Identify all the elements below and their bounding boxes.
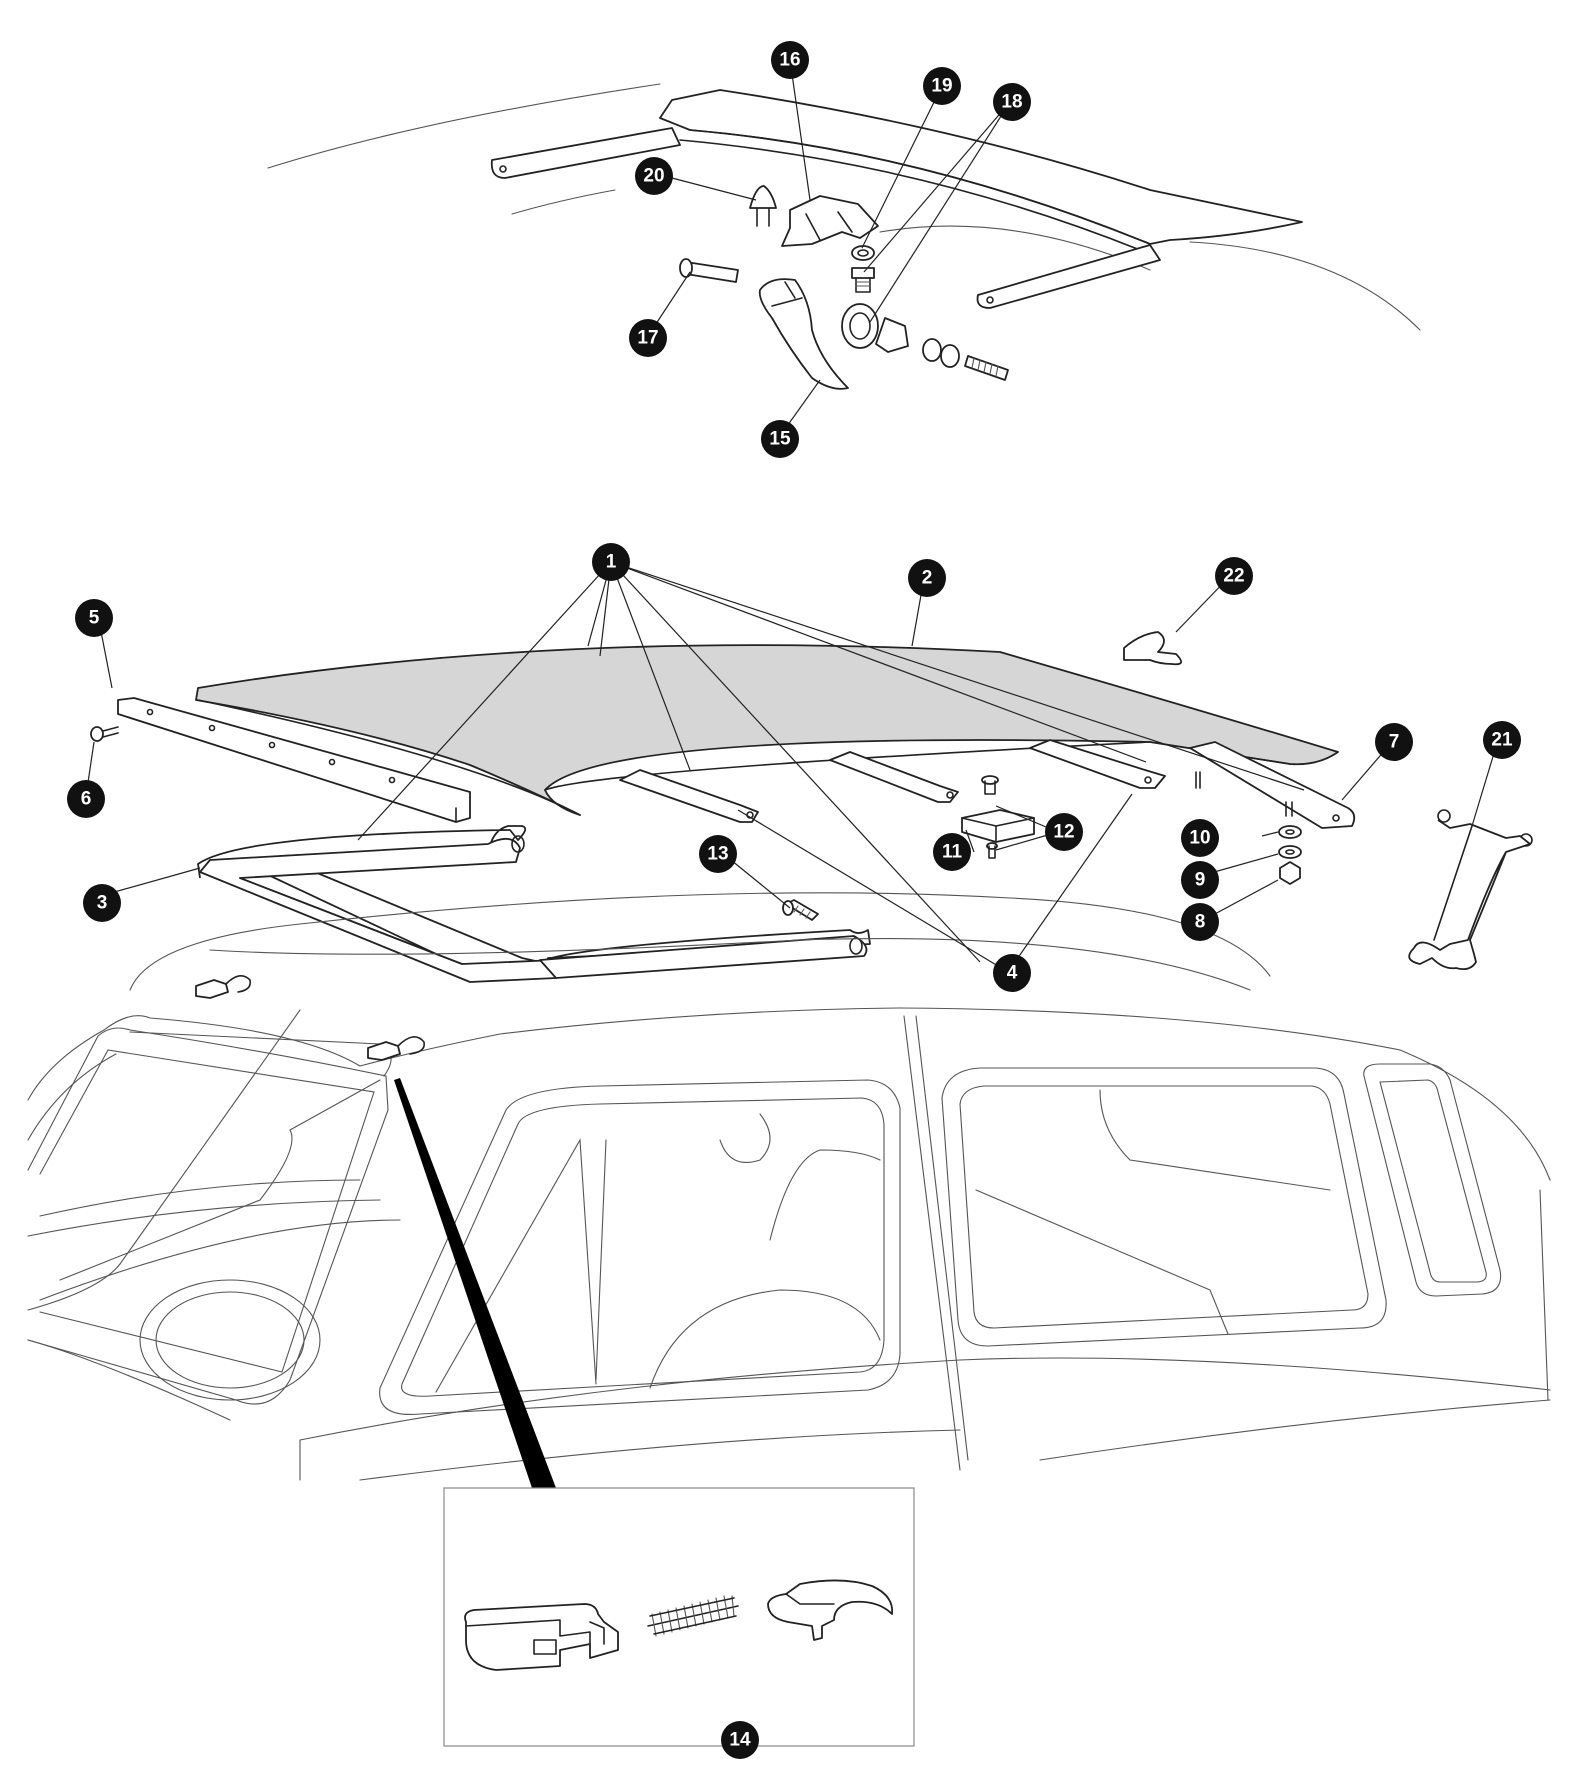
svg-text:9: 9 bbox=[1195, 870, 1206, 891]
rear-quarter-window bbox=[1363, 1063, 1502, 1297]
latch-screw-small bbox=[851, 267, 875, 293]
svg-text:7: 7 bbox=[1389, 732, 1400, 753]
side-seal-strip bbox=[117, 697, 471, 823]
latch-bush bbox=[841, 303, 1009, 381]
svg-text:18: 18 bbox=[1001, 92, 1022, 113]
callout-21: 21 bbox=[1483, 721, 1521, 759]
svg-text:17: 17 bbox=[637, 328, 658, 349]
latch-handle bbox=[758, 278, 849, 390]
stud-nut-washer-stack bbox=[1278, 825, 1302, 885]
side-screw bbox=[90, 726, 119, 742]
svg-text:12: 12 bbox=[1053, 822, 1074, 843]
callout-5: 5 bbox=[75, 599, 113, 637]
callout-12: 12 bbox=[1045, 813, 1083, 851]
clip-s-shaped bbox=[1123, 631, 1182, 666]
callout-10: 10 bbox=[1181, 819, 1219, 857]
front-frame-screw bbox=[782, 899, 819, 921]
callout-9: 9 bbox=[1181, 861, 1219, 899]
callout-1: 1 bbox=[592, 543, 630, 581]
roof-catch-left bbox=[195, 975, 252, 999]
latch-washer-small bbox=[851, 245, 875, 261]
svg-text:11: 11 bbox=[942, 842, 963, 863]
callout-19: 19 bbox=[923, 67, 961, 105]
front-frame bbox=[197, 825, 871, 983]
callout-7: 7 bbox=[1375, 723, 1413, 761]
roof-panel-ribs bbox=[619, 739, 1356, 829]
strap-hanger bbox=[1408, 809, 1533, 971]
callout-22: 22 bbox=[1215, 557, 1253, 595]
svg-text:21: 21 bbox=[1491, 730, 1513, 751]
wedge-block bbox=[961, 809, 1035, 843]
svg-text:8: 8 bbox=[1195, 912, 1206, 933]
latch-bracket bbox=[781, 195, 879, 247]
svg-text:20: 20 bbox=[643, 166, 664, 187]
mounting-stud-pair bbox=[1195, 771, 1293, 817]
car-body-outline bbox=[27, 892, 1551, 1481]
rear-header-rail bbox=[490, 89, 1303, 309]
catch-base-plate bbox=[464, 1603, 619, 1671]
svg-text:3: 3 bbox=[97, 893, 108, 914]
catch-detail-pointer bbox=[394, 1078, 556, 1488]
callout-2: 2 bbox=[908, 559, 946, 597]
callout-4: 4 bbox=[993, 954, 1031, 992]
callout-8: 8 bbox=[1181, 903, 1219, 941]
svg-text:14: 14 bbox=[729, 1730, 751, 1751]
svg-text:16: 16 bbox=[779, 50, 800, 71]
rear-door-window bbox=[941, 1067, 1387, 1347]
wedge-screw-bottom bbox=[986, 842, 998, 859]
callout-18: 18 bbox=[993, 83, 1031, 121]
callout-16: 16 bbox=[771, 41, 809, 79]
callout-11: 11 bbox=[933, 833, 971, 871]
wedge-screw-top bbox=[981, 775, 999, 795]
svg-text:22: 22 bbox=[1223, 566, 1244, 587]
svg-text:5: 5 bbox=[89, 608, 100, 629]
svg-text:13: 13 bbox=[707, 844, 728, 865]
catch-spring bbox=[647, 1595, 739, 1637]
roof-catch-right bbox=[367, 1036, 426, 1061]
svg-text:2: 2 bbox=[922, 568, 933, 589]
pivot-pin bbox=[679, 258, 739, 283]
windscreen-outline bbox=[27, 1027, 389, 1405]
svg-text:10: 10 bbox=[1189, 828, 1210, 849]
callout-17: 17 bbox=[629, 319, 667, 357]
svg-text:4: 4 bbox=[1007, 963, 1018, 984]
bump-stop bbox=[749, 185, 777, 227]
callout-14: 14 bbox=[721, 1721, 759, 1759]
callout-15: 15 bbox=[761, 420, 799, 458]
svg-text:15: 15 bbox=[769, 429, 791, 450]
svg-text:6: 6 bbox=[81, 789, 92, 810]
front-door-window bbox=[379, 1079, 901, 1416]
callout-20: 20 bbox=[635, 157, 673, 195]
callout-13: 13 bbox=[699, 835, 737, 873]
callout-3: 3 bbox=[83, 884, 121, 922]
catch-hook bbox=[767, 1579, 894, 1641]
svg-text:19: 19 bbox=[931, 76, 952, 97]
callout-6: 6 bbox=[67, 780, 105, 818]
svg-text:1: 1 bbox=[606, 552, 617, 573]
